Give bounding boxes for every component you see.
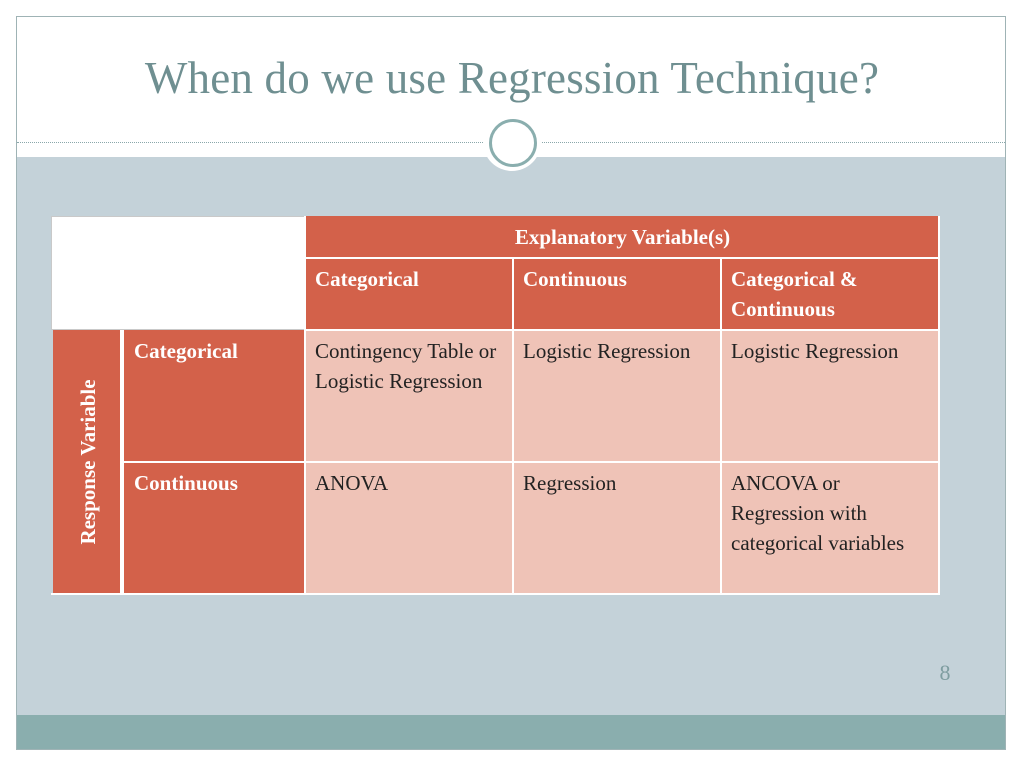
cell-text: Regression [523,471,617,495]
table-corner-cell [51,216,305,330]
footer-band [17,715,1005,749]
response-variable-label: Response Variable [75,378,100,545]
grid-line [305,329,940,331]
cell-text: ANCOVA or Regression with categorical va… [731,471,905,555]
column-header-label: Categorical [315,267,419,291]
table-cell: Logistic Regression [721,330,940,462]
column-header-continuous: Continuous [513,258,721,330]
grid-line [938,216,940,594]
grid-line [124,461,940,463]
slide-title: When do we use Regression Technique? [144,53,880,103]
table-cell: Logistic Regression [513,330,721,462]
column-header-categorical: Categorical [305,258,513,330]
explanatory-variable-label: Explanatory Variable(s) [514,225,731,249]
grid-line [304,216,306,594]
row-header-continuous: Continuous [124,462,305,594]
row-header-label: Categorical [134,339,238,363]
row-header-label: Continuous [134,471,238,495]
table-cell: Contingency Table or Logistic Regression [305,330,513,462]
table-cell: ANOVA [305,462,513,594]
column-header-label: Continuous [523,267,627,291]
column-header-categorical-continuous: Categorical & Continuous [721,258,940,330]
cell-text: Logistic Regression [731,339,899,363]
row-header-categorical: Categorical [124,330,305,462]
slide-number: 8 [939,660,951,685]
cell-text: Logistic Regression [523,339,691,363]
column-header-label: Categorical & Continuous [731,267,858,321]
grid-line [512,258,514,594]
response-variable-header: Response Variable [53,330,122,593]
grid-line [120,330,124,594]
table-cell: Regression [513,462,721,594]
grid-line [720,258,722,594]
explanatory-variable-header: Explanatory Variable(s) [305,216,940,258]
grid-line [51,593,940,595]
cell-text: Contingency Table or Logistic Regression [315,339,497,393]
ring-ornament-icon [483,113,541,171]
grid-line [305,257,940,259]
cell-text: ANOVA [315,471,389,495]
table-cell: ANCOVA or Regression with categorical va… [721,462,940,594]
